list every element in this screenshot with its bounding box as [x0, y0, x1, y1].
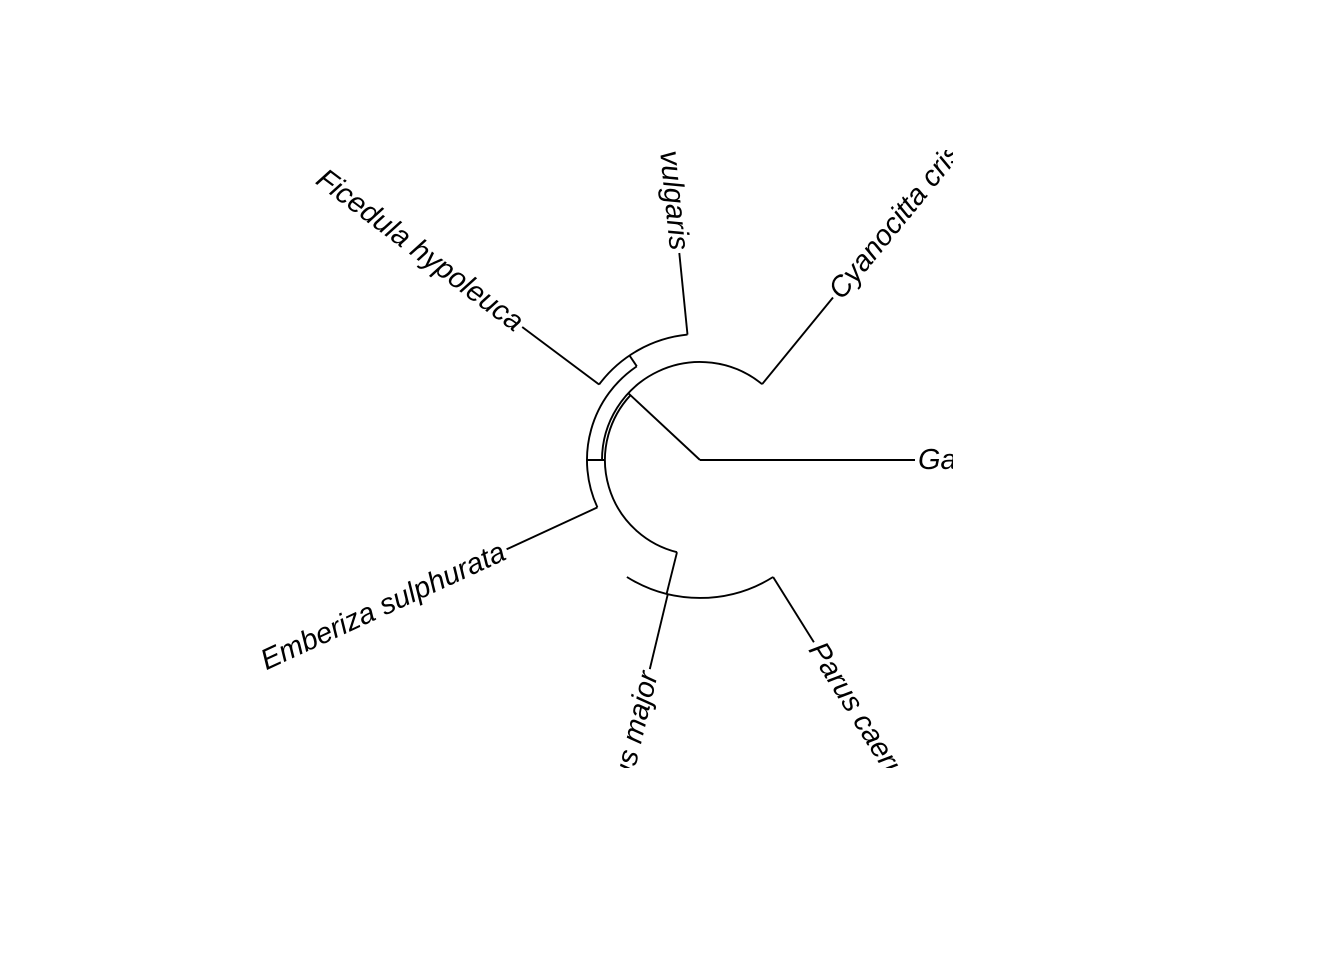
branch-n5	[665, 551, 678, 595]
branch-emberiza	[506, 506, 598, 551]
branch-parus_caeruleus	[772, 576, 815, 643]
branch-parus_major	[648, 593, 669, 670]
branch-cyanocitta	[761, 296, 834, 385]
arc-n2	[604, 394, 678, 554]
branch-n3	[628, 354, 638, 367]
tip-label-gallus: Gallus gallus	[918, 444, 1084, 476]
tip-label-parus-major: Parus major	[597, 667, 665, 828]
tip-label-emberiza: Emberiza sulphurata	[256, 536, 511, 677]
branch-sturnus	[678, 252, 689, 335]
tip-labels: Gallus gallus Cyanocitta cristata Sturnu…	[256, 42, 1084, 831]
arc-n1	[601, 361, 763, 461]
arc-n4	[586, 365, 638, 508]
tip-label-ficedula: Ficedula hypoleuca	[310, 163, 529, 338]
tree-branches	[506, 252, 915, 670]
tip-label-parus-caeruleus: Parus caeruleus	[802, 636, 940, 831]
tip-label-sturnus: Sturnus vulgaris	[642, 42, 694, 252]
branch-n1	[627, 392, 701, 461]
branch-ficedula	[521, 326, 600, 386]
tip-label-cyanocitta: Cyanocitta cristata	[823, 100, 999, 305]
arc-n5	[626, 576, 774, 599]
arc-n3	[598, 333, 688, 386]
